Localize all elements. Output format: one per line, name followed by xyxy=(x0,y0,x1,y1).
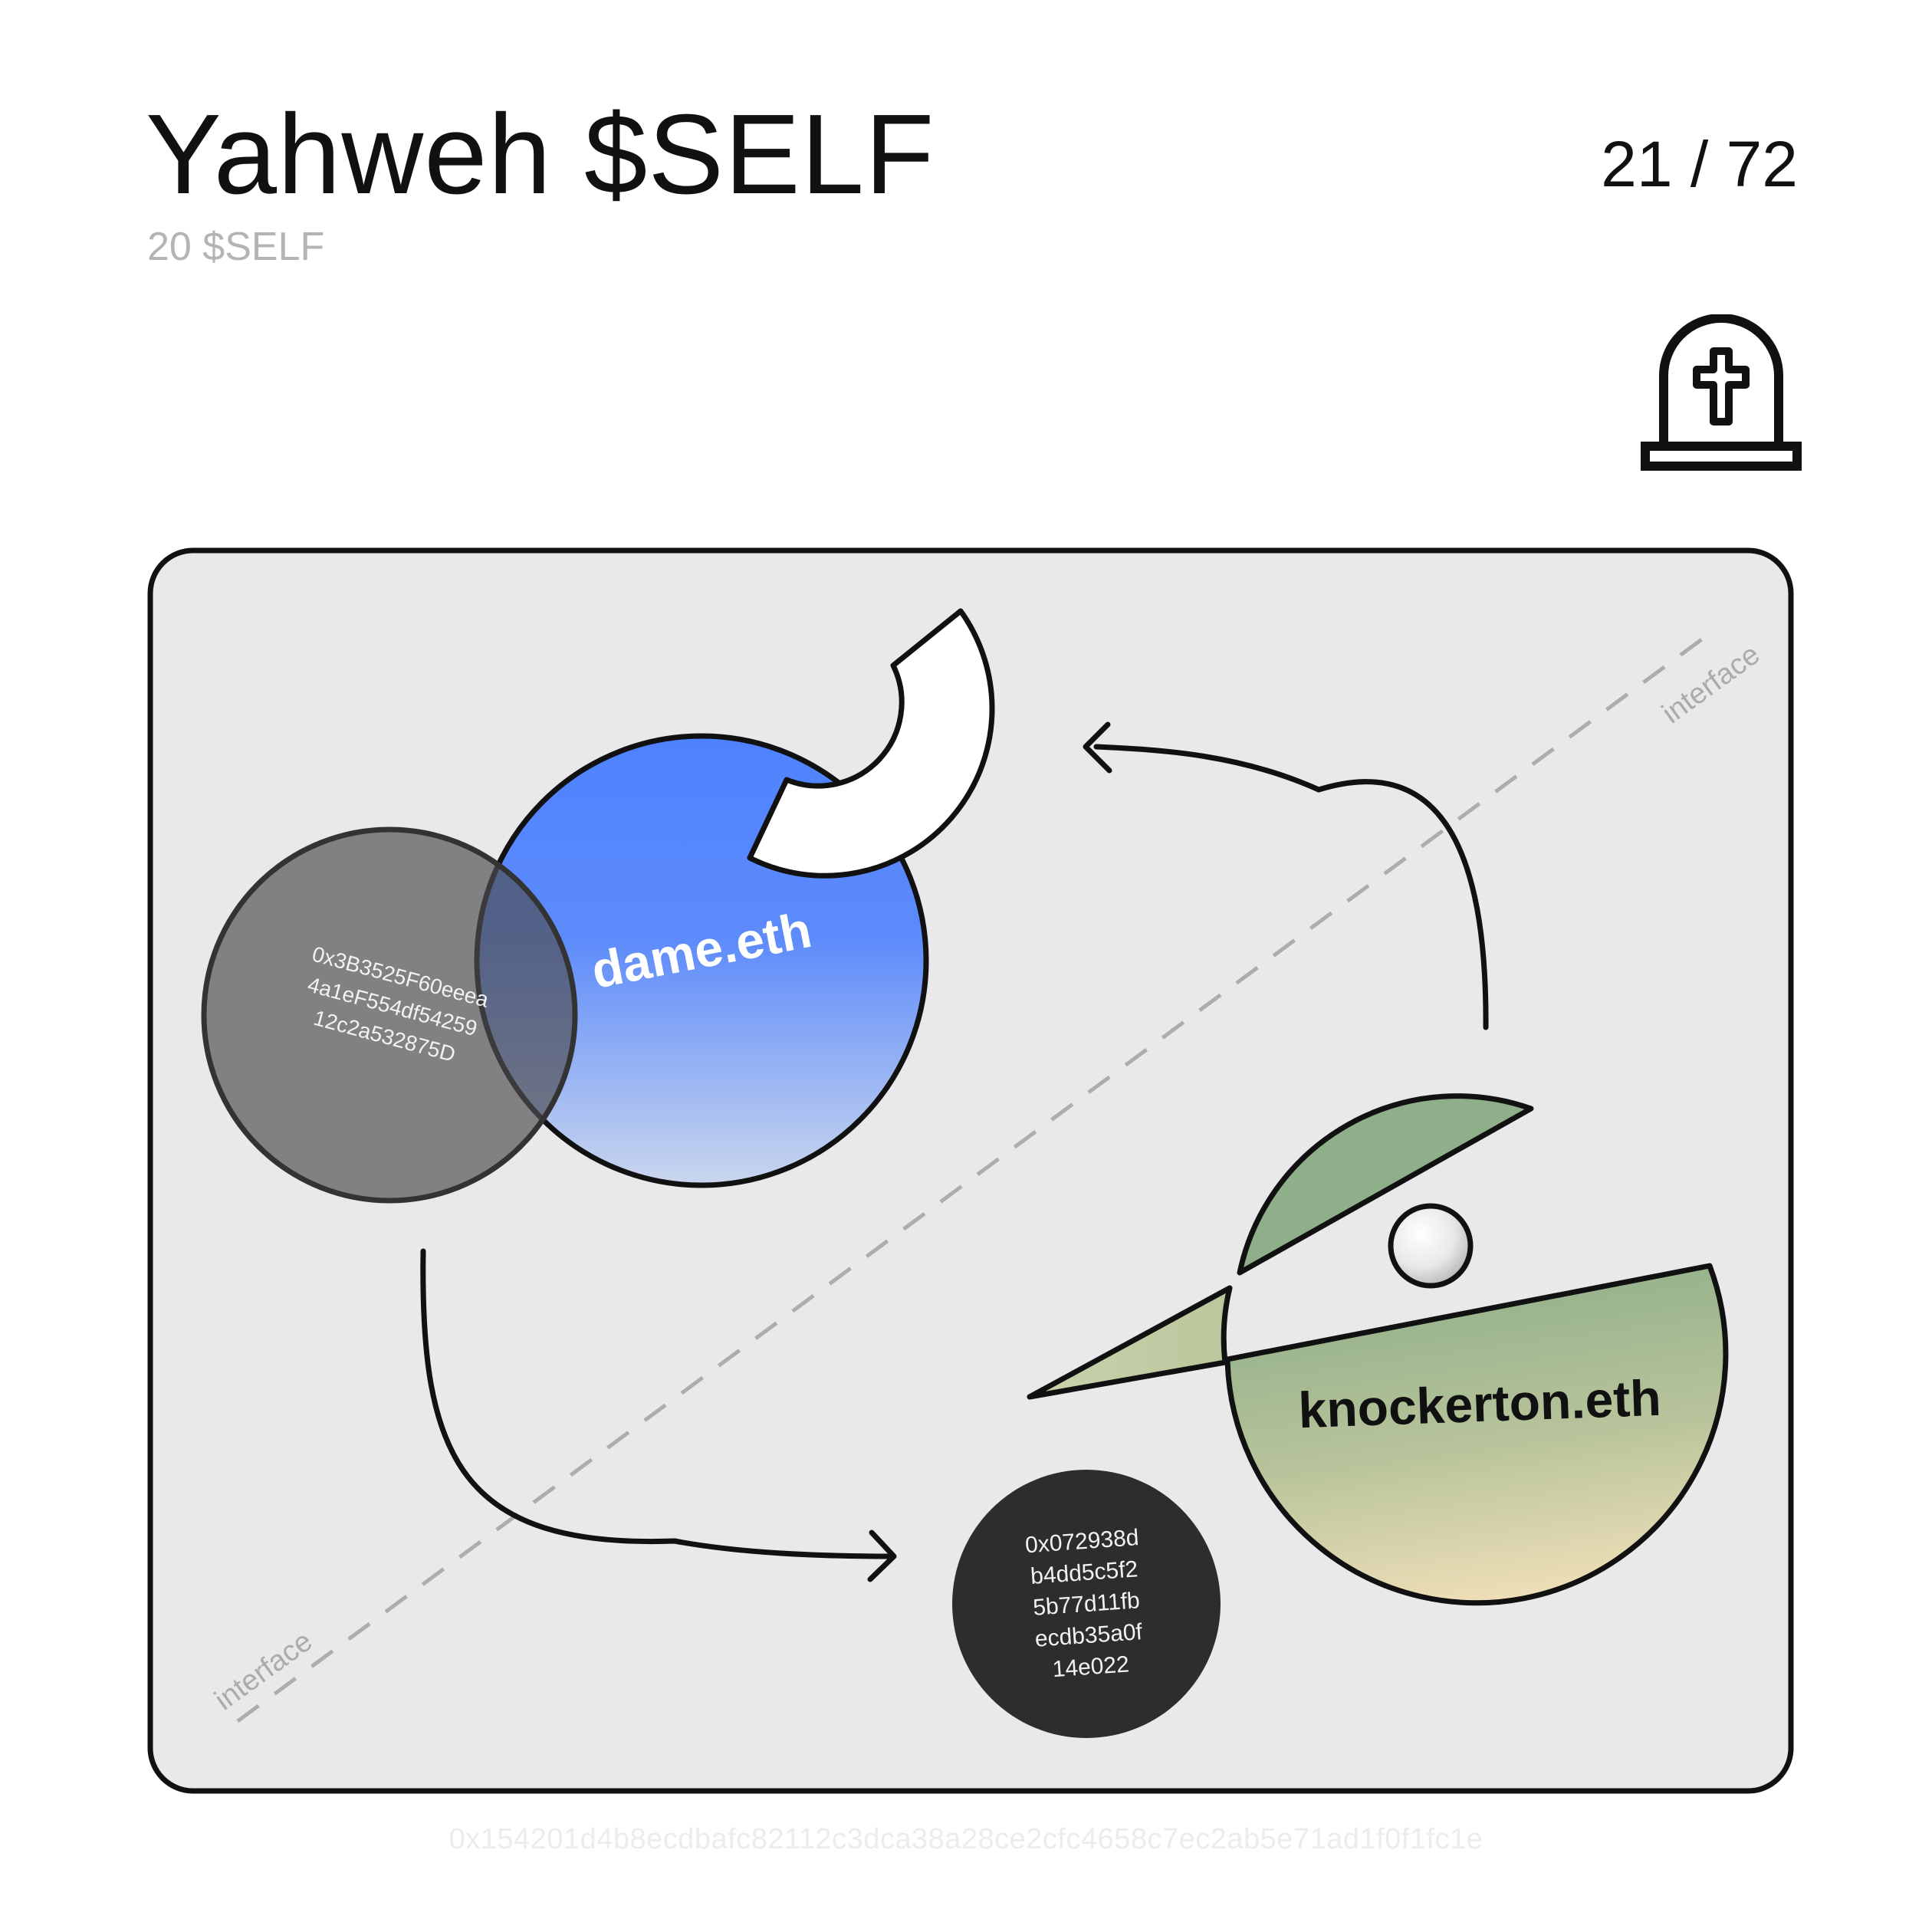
knockerton-upper-shape xyxy=(1237,1093,1534,1276)
address-b-line-5: 14e022 xyxy=(1052,1651,1130,1682)
transaction-hash: 0x154201d4b8ecdbafc82112c3dca38a28ce2cfc… xyxy=(449,1823,1484,1855)
interface-divider-line xyxy=(236,634,1707,1723)
tombstone-cross-icon xyxy=(1641,314,1802,471)
arrow-head-left-icon xyxy=(1083,721,1112,774)
knockerton-eye xyxy=(1388,1203,1474,1289)
dame-eth-arc-shape xyxy=(747,608,995,879)
address-circle-b xyxy=(952,1470,1221,1738)
item-counter: 21 / 72 xyxy=(1601,128,1798,200)
arrow-head-right-icon xyxy=(867,1530,897,1582)
flow-arrow-down xyxy=(420,1248,894,1559)
address-circle-a xyxy=(201,826,578,1204)
knockerton-body-shape xyxy=(1224,1263,1729,1606)
page-title: Yahweh $SELF xyxy=(146,91,935,218)
knockerton-eth-label: knockerton.eth xyxy=(1297,1369,1661,1438)
price-label: 20 $SELF xyxy=(147,225,325,269)
flow-arrow-up xyxy=(1093,744,1489,1030)
